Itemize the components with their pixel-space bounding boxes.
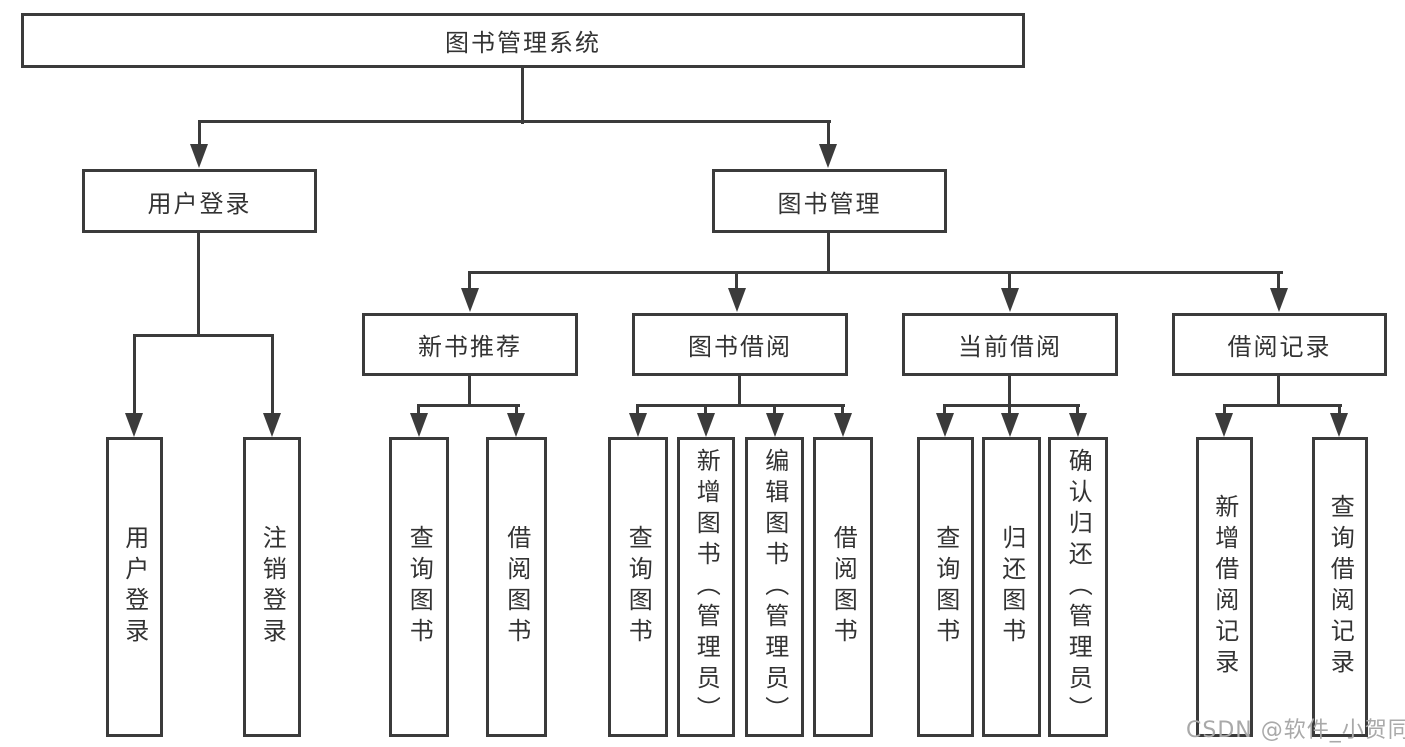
arrow-to-current-borrow bbox=[1001, 288, 1019, 312]
node-book-borrow: 图书借阅 bbox=[632, 313, 848, 376]
arrow-to-records-add bbox=[1215, 413, 1233, 437]
connector-recommend-horizontal bbox=[417, 404, 520, 407]
connector-records-shaft bbox=[1277, 274, 1280, 290]
arrow-to-borrow-add bbox=[697, 413, 715, 437]
connector-root-to-books-shaft bbox=[827, 123, 830, 147]
arrow-to-records-query bbox=[1330, 413, 1348, 437]
connector-borrow-vertical bbox=[738, 376, 741, 407]
connector-root-to-login-shaft bbox=[198, 123, 201, 147]
arrow-to-borrow-query bbox=[629, 413, 647, 437]
leaf-current-confirm-return-admin: 确认归还（管理员） bbox=[1048, 437, 1108, 737]
arrow-to-current-query bbox=[936, 413, 954, 437]
leaf-records-add-record: 新增借阅记录 bbox=[1196, 437, 1253, 737]
connector-borrow-leaf4-shaft bbox=[841, 407, 844, 415]
connector-current-leaf1-shaft bbox=[943, 407, 946, 415]
leaf-user-login: 用户登录 bbox=[106, 437, 163, 737]
connector-recommend-leaf1-shaft bbox=[417, 407, 420, 415]
node-book-management: 图书管理 bbox=[712, 169, 947, 233]
arrow-to-borrow-borrow bbox=[834, 413, 852, 437]
arrow-to-book-borrow bbox=[728, 288, 746, 312]
arrow-to-leaf-user-login bbox=[125, 413, 143, 437]
connector-recommend-vertical bbox=[468, 376, 471, 407]
node-borrow-records: 借阅记录 bbox=[1172, 313, 1387, 376]
connector-current-vertical bbox=[1008, 376, 1011, 407]
arrow-to-borrow-edit bbox=[766, 413, 784, 437]
arrow-to-user-login bbox=[190, 144, 208, 168]
connector-borrow-shaft bbox=[735, 274, 738, 290]
connector-records-leaf1-shaft bbox=[1223, 407, 1226, 415]
leaf-current-return-books: 归还图书 bbox=[982, 437, 1041, 737]
connector-borrow-leaf3-shaft bbox=[773, 407, 776, 415]
connector-login-horizontal bbox=[133, 334, 274, 337]
arrow-to-recommend-query bbox=[410, 413, 428, 437]
leaf-borrow-borrow-books: 借阅图书 bbox=[813, 437, 873, 737]
arrow-to-borrow-records bbox=[1270, 288, 1288, 312]
connector-records-horizontal bbox=[1223, 404, 1342, 407]
connector-login-leaf1-shaft bbox=[133, 337, 136, 415]
leaf-logout: 注销登录 bbox=[243, 437, 301, 737]
connector-borrow-horizontal bbox=[636, 404, 845, 407]
arrow-to-recommend-borrow bbox=[507, 413, 525, 437]
arrow-to-leaf-logout bbox=[263, 413, 281, 437]
arrow-to-book-management bbox=[819, 144, 837, 168]
node-system: 图书管理系统 bbox=[21, 13, 1025, 68]
leaf-recommend-borrow-books: 借阅图书 bbox=[486, 437, 547, 737]
leaf-current-query-books: 查询图书 bbox=[917, 437, 974, 737]
leaf-borrow-edit-books-admin: 编辑图书（管理员） bbox=[745, 437, 804, 737]
connector-login-leaf2-shaft bbox=[271, 337, 274, 415]
connector-records-leaf2-shaft bbox=[1338, 407, 1341, 415]
node-user-login: 用户登录 bbox=[82, 169, 317, 233]
connector-root-horizontal bbox=[198, 120, 831, 123]
connector-login-vertical bbox=[197, 233, 200, 337]
arrow-to-current-return bbox=[1001, 413, 1019, 437]
connector-root-vertical bbox=[521, 68, 524, 124]
connector-current-horizontal bbox=[943, 404, 1080, 407]
node-current-borrow: 当前借阅 bbox=[902, 313, 1118, 376]
leaf-recommend-query-books: 查询图书 bbox=[389, 437, 449, 737]
connector-current-leaf3-shaft bbox=[1076, 407, 1079, 415]
connector-records-vertical bbox=[1277, 376, 1280, 407]
connector-borrow-leaf1-shaft bbox=[636, 407, 639, 415]
arrow-to-new-book-recommend bbox=[461, 288, 479, 312]
leaf-records-query-record: 查询借阅记录 bbox=[1312, 437, 1368, 737]
connector-current-shaft bbox=[1008, 274, 1011, 290]
leaf-borrow-query-books: 查询图书 bbox=[608, 437, 668, 737]
connector-recommend-leaf2-shaft bbox=[515, 407, 518, 415]
arrow-to-current-confirm bbox=[1069, 413, 1087, 437]
connector-books-vertical bbox=[827, 233, 830, 274]
connector-current-leaf2-shaft bbox=[1008, 407, 1011, 415]
leaf-borrow-add-books-admin: 新增图书（管理员） bbox=[677, 437, 735, 737]
node-new-book-recommend: 新书推荐 bbox=[362, 313, 578, 376]
csdn-watermark: CSDN @软件_小贺同学 bbox=[1186, 718, 1405, 743]
connector-borrow-leaf2-shaft bbox=[704, 407, 707, 415]
connector-recommend-shaft bbox=[468, 274, 471, 290]
connector-books-horizontal bbox=[468, 271, 1283, 274]
